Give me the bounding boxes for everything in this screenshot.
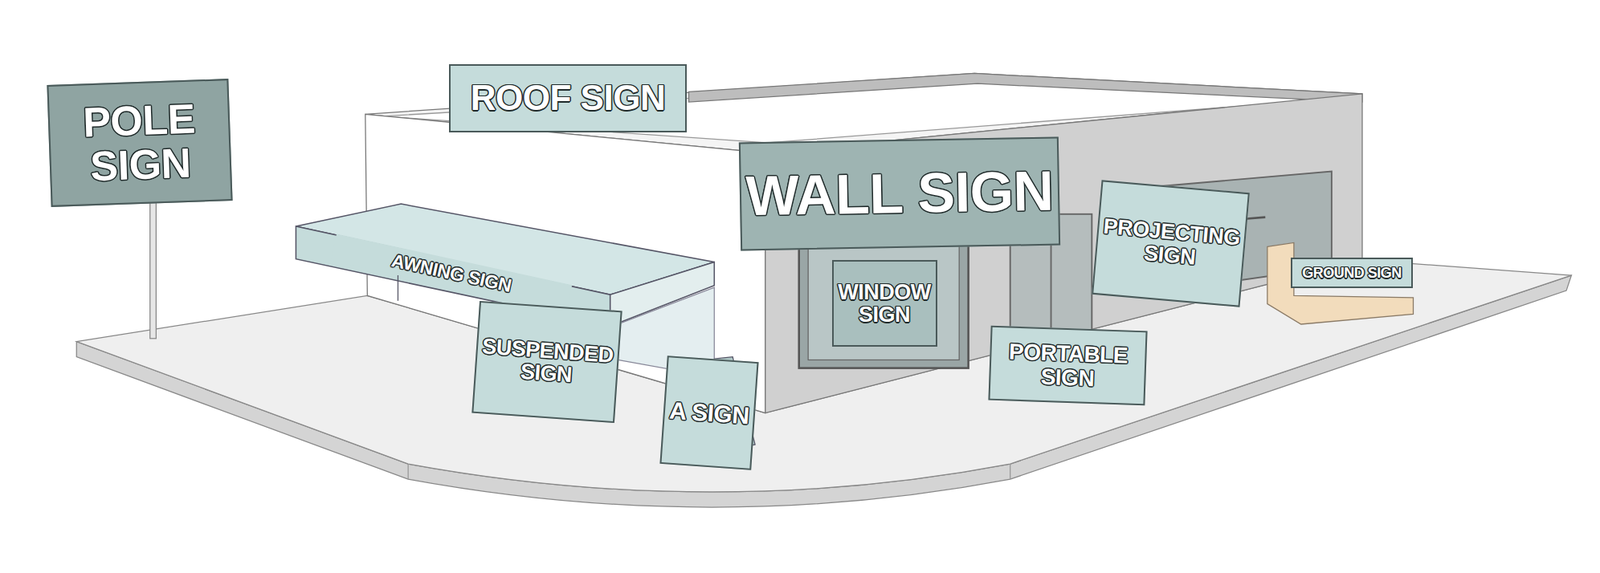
pole-sign: POLE SIGN (46, 78, 233, 208)
ground-sign-base (1267, 242, 1414, 325)
portable-sign: PORTABLE SIGN (987, 325, 1147, 406)
awning-frame (397, 275, 399, 302)
curb-joint (408, 464, 409, 480)
sign-label: WINDOW SIGN (833, 281, 936, 327)
sign-label: GROUND SIGN (1302, 265, 1402, 282)
sign-label: SUSPENDED SIGN (475, 334, 619, 391)
projecting-sign: PROJECTING SIGN (1091, 179, 1250, 308)
sign-label: ROOF SIGN (470, 79, 666, 117)
window-frame (799, 232, 969, 369)
ground-sign: GROUND SIGN (1290, 257, 1413, 289)
window-glass (808, 240, 960, 361)
sign-pole (150, 199, 157, 339)
sign-label: POLE SIGN (48, 96, 231, 191)
window-sign: WINDOW SIGN (832, 260, 938, 347)
sign-label: A SIGN (668, 397, 750, 429)
sign-label: PORTABLE SIGN (990, 338, 1146, 392)
wall-sign: WALL SIGN (738, 136, 1061, 251)
sign-label: WALL SIGN (745, 161, 1054, 226)
a-frame-sign: A SIGN (659, 355, 759, 471)
sign-label: PROJECTING SIGN (1095, 214, 1245, 273)
roof-sign: ROOF SIGN (448, 64, 687, 133)
suspended-sign: SUSPENDED SIGN (471, 301, 622, 424)
awning-sign: AWNING SIGN (330, 233, 572, 312)
sign-label: AWNING SIGN (389, 250, 513, 296)
curb-joint (1009, 464, 1011, 480)
parapet (689, 73, 1363, 103)
